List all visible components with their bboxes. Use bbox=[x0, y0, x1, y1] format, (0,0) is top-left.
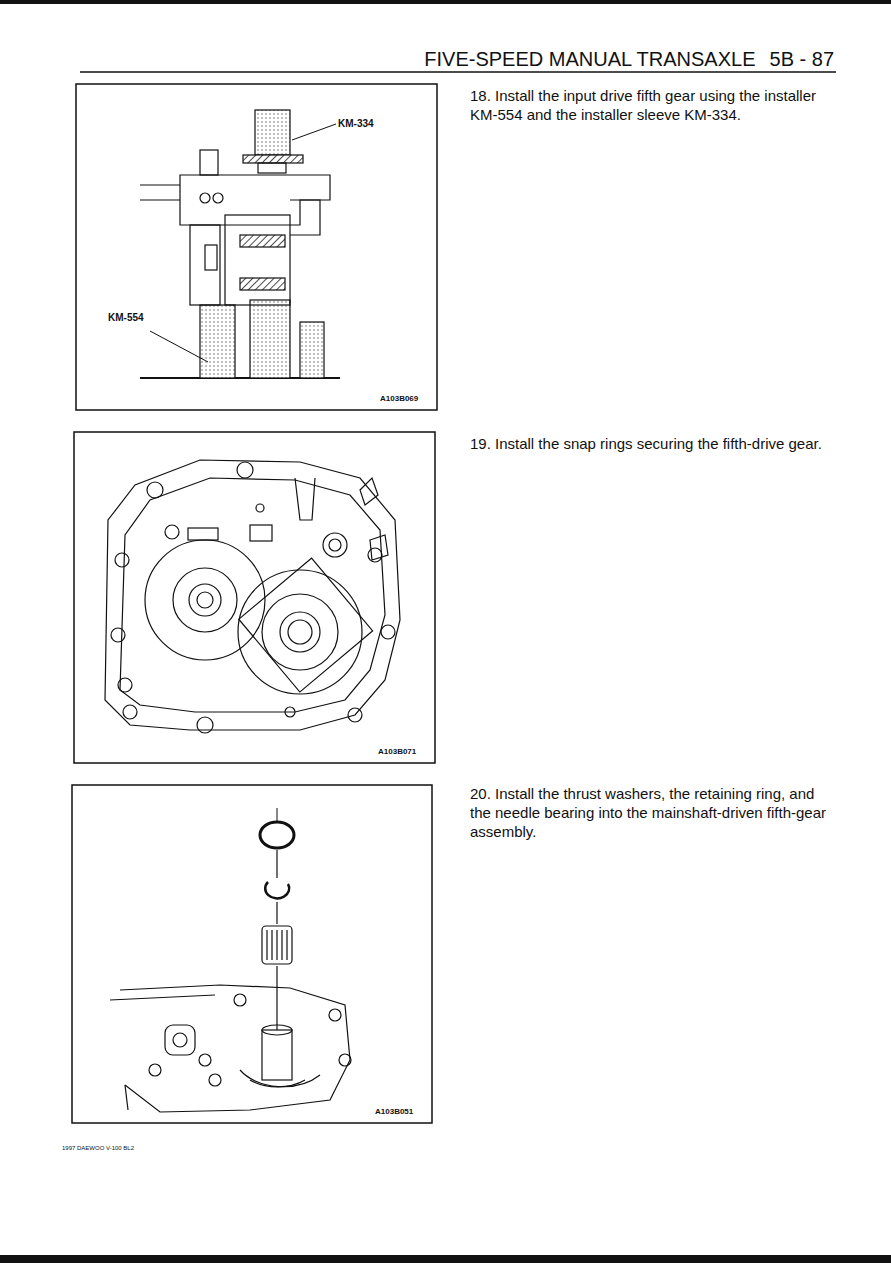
figure-id: A103B071 bbox=[378, 747, 416, 757]
footer-note: 1997 DAEWOO V-100 BL2 bbox=[62, 1145, 134, 1153]
page-number: 5B - 87 bbox=[770, 48, 834, 70]
step-text: 18. Install the input drive fifth gear u… bbox=[470, 86, 838, 124]
figure-id: A103B069 bbox=[380, 394, 418, 404]
tool-label: KM-554 bbox=[108, 311, 144, 324]
tool-label: KM-334 bbox=[338, 117, 374, 130]
page-header: FIVE-SPEED MANUAL TRANSAXLE bbox=[424, 48, 755, 70]
step-text: 19. Install the snap rings securing the … bbox=[470, 434, 838, 453]
figure-id: A103B051 bbox=[375, 1107, 413, 1117]
step-text: 20. Install the thrust washers, the reta… bbox=[470, 784, 838, 841]
